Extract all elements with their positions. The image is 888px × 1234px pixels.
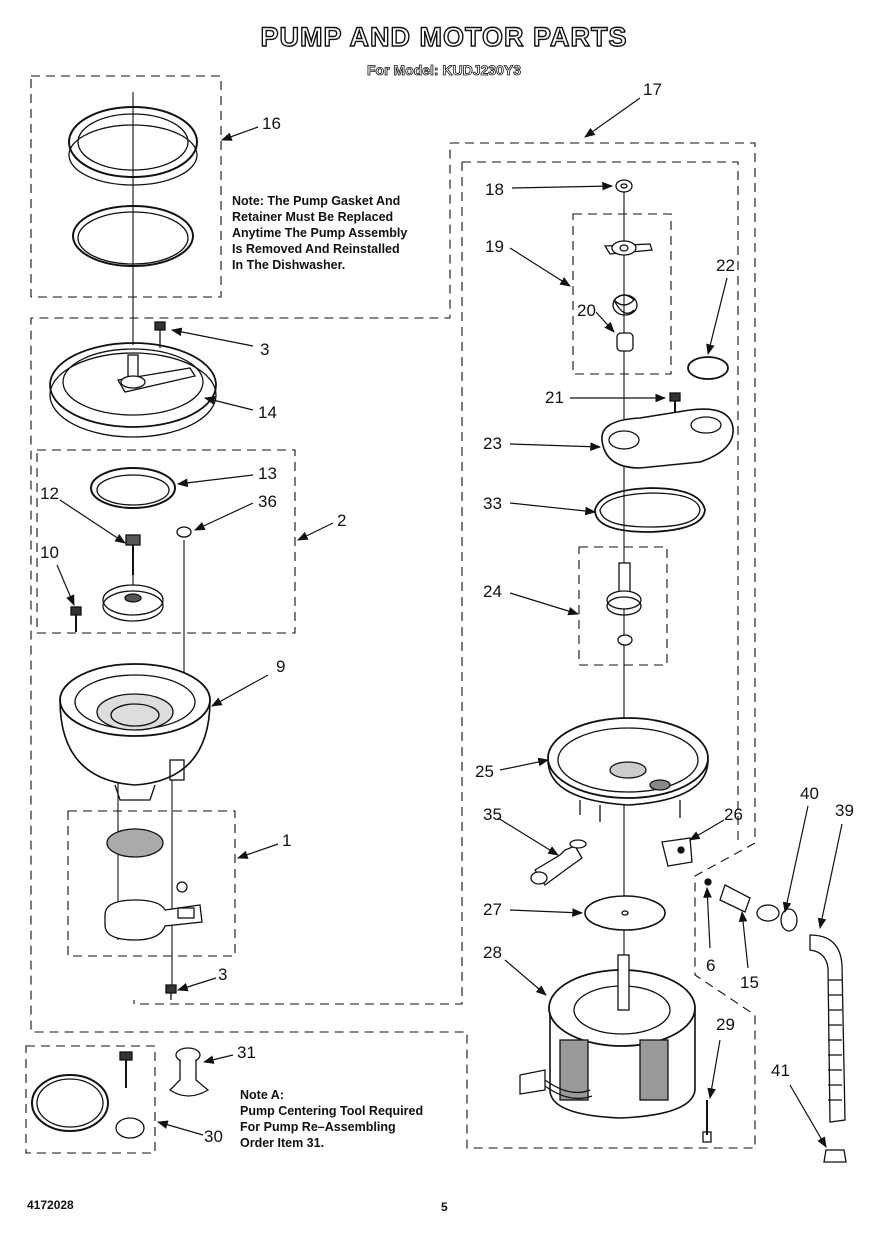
group-boxes [25, 75, 756, 1154]
part-14-cover [49, 342, 217, 438]
gasket-note: Note: The Pump Gasket And Retainer Must … [232, 193, 407, 273]
parts-hose-fitting [704, 878, 847, 1163]
part-36 [176, 526, 192, 538]
callout-9: 9 [276, 657, 286, 676]
group-box-24 [578, 546, 668, 666]
part-3-screw-top [154, 321, 166, 348]
note-a-line: For Pump Re–Assembling [240, 1120, 396, 1134]
callout-2: 2 [337, 511, 347, 530]
page-number: 5 [441, 1200, 448, 1214]
callout-20: 20 [577, 301, 596, 320]
callout-23: 23 [483, 434, 502, 453]
callout-40: 40 [800, 784, 819, 803]
callout-10: 10 [40, 543, 59, 562]
part-21-screw [669, 392, 681, 412]
part-25-mount [547, 717, 709, 822]
part-24-shaft [606, 562, 642, 646]
leader-arrows [56, 97, 843, 1148]
part-27-disc [584, 895, 666, 931]
callout-19: 19 [485, 237, 504, 256]
callout-29: 29 [716, 1015, 735, 1034]
callout-30: 30 [204, 1127, 223, 1146]
part-19-assembly [603, 240, 653, 352]
callout-1: 1 [282, 831, 292, 850]
parts-30-31 [31, 1047, 210, 1139]
group-box-2 [36, 449, 296, 634]
part-22-ring [687, 356, 729, 380]
callout-27: 27 [483, 900, 502, 919]
callout-21: 21 [545, 388, 564, 407]
callout-18: 18 [485, 180, 504, 199]
group-box-1 [67, 810, 236, 957]
part-10-screw [70, 606, 82, 632]
part-1-filter [104, 828, 203, 941]
callout-36: 36 [258, 492, 277, 511]
callout-12: 12 [40, 484, 59, 503]
callout-39: 39 [835, 801, 854, 820]
assembly-17-inner [462, 161, 739, 843]
part-26-bracket [661, 837, 693, 867]
page-title: PUMP AND MOTOR PARTS [260, 21, 628, 52]
callout-16: 16 [262, 114, 281, 133]
impeller [102, 584, 164, 622]
note-a-line: Note A: [240, 1088, 284, 1102]
part-33-gasket [594, 487, 706, 533]
callout-28: 28 [483, 943, 502, 962]
part-16-gasket [68, 106, 198, 267]
callout-35: 35 [483, 805, 502, 824]
part-13-ring [90, 467, 176, 509]
part-23-plate [601, 408, 734, 469]
part-18-nut [615, 179, 633, 193]
gasket-note-line: Is Removed And Reinstalled [232, 242, 400, 256]
part-27-hole [621, 910, 629, 916]
note-a-line: Pump Centering Tool Required [240, 1104, 424, 1118]
callout-25: 25 [475, 762, 494, 781]
group-box-30 [25, 1045, 156, 1154]
callout-3-bottom: 3 [218, 965, 228, 984]
callout-3-top: 3 [260, 340, 270, 359]
model-subtitle: For Model: KUDJ230Y3 [366, 62, 522, 79]
callout-31: 31 [237, 1043, 256, 1062]
part-3-screw-bottom [165, 984, 177, 1000]
part-9-housing [59, 663, 211, 801]
part-12-bolt [125, 534, 141, 575]
callout-41: 41 [771, 1061, 790, 1080]
callout-24: 24 [483, 582, 502, 601]
group-box-19 [572, 213, 672, 375]
note-a-line: Order Item 31. [240, 1136, 325, 1150]
gasket-note-line: Note: The Pump Gasket And [232, 194, 401, 208]
part-13-ring-inner [96, 474, 170, 506]
callout-14: 14 [258, 403, 277, 422]
part-35-elbow [530, 839, 587, 886]
gasket-note-line: In The Dishwasher. [232, 258, 346, 272]
document-number: 4172028 [27, 1198, 74, 1212]
gasket-note-line: Anytime The Pump Assembly [232, 226, 408, 240]
part-29-bolt [702, 1100, 712, 1143]
callout-17: 17 [643, 80, 662, 99]
group-box-16 [30, 75, 222, 298]
assembly-17-inner-left [133, 162, 463, 1005]
callout-15: 15 [740, 973, 759, 992]
callout-22: 22 [716, 256, 735, 275]
callout-6: 6 [706, 956, 716, 975]
part-33-gasket-inner [599, 492, 701, 528]
gasket-note-line: Retainer Must Be Replaced [232, 210, 394, 224]
callout-13: 13 [258, 464, 277, 483]
note-a: Note A: Pump Centering Tool Required For… [240, 1087, 423, 1151]
part-28-motor [519, 954, 696, 1119]
callout-26: 26 [724, 805, 743, 824]
callout-33: 33 [483, 494, 502, 513]
assembly-17-outline [30, 142, 756, 1149]
